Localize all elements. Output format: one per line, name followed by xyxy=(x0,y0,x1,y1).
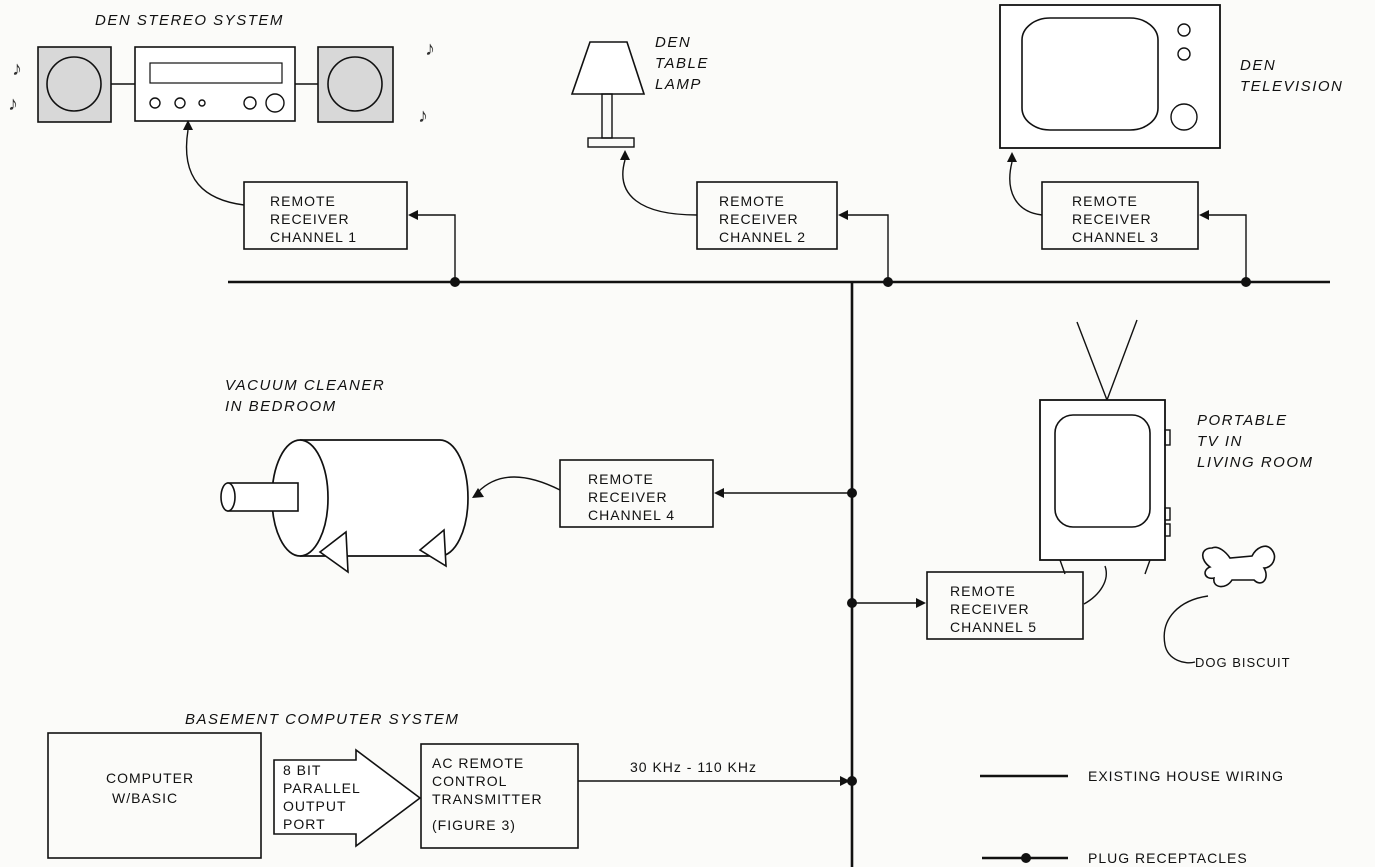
svg-text:♪: ♪ xyxy=(418,105,428,127)
port-line3: OUTPUT xyxy=(283,798,347,814)
receiver-ch2-feed xyxy=(848,215,888,282)
remote-receiver-ch5: REMOTE RECEIVER CHANNEL 5 xyxy=(927,572,1083,639)
portable-tv-label-line1: PORTABLE xyxy=(1197,412,1288,429)
dog-biscuit-icon xyxy=(1203,546,1275,586)
transmitter-line2: CONTROL xyxy=(432,773,507,789)
computer-line1: COMPUTER xyxy=(106,770,194,786)
receiver-ch2-line1: REMOTE xyxy=(719,193,785,209)
svg-text:♪: ♪ xyxy=(12,58,22,80)
portable-tv-power-cord xyxy=(1084,566,1106,604)
receiver-ch1-line2: RECEIVER xyxy=(270,211,350,227)
receiver-ch2-line2: RECEIVER xyxy=(719,211,799,227)
stereo-power-cord xyxy=(187,130,244,205)
svg-text:♪: ♪ xyxy=(8,93,18,115)
svg-text:♪: ♪ xyxy=(425,38,435,60)
frequency-label: 30 KHz - 110 KHz xyxy=(630,759,757,775)
vacuum-power-cord xyxy=(478,477,560,492)
vacuum-label-line1: VACUUM CLEANER xyxy=(225,377,385,394)
vacuum-label-line2: IN BEDROOM xyxy=(225,398,337,415)
port-line2: PARALLEL xyxy=(283,780,361,796)
stereo-icon: ♪ ♪ ♪ ♪ xyxy=(8,38,435,127)
legend: EXISTING HOUSE WIRING PLUG RECEPTACLES xyxy=(980,768,1284,866)
transmitter-line1: AC REMOTE xyxy=(432,755,524,771)
port-line1: 8 BIT xyxy=(283,762,321,778)
receiver-ch3-arrowhead xyxy=(1199,210,1209,220)
port-line4: PORT xyxy=(283,816,326,832)
receiver-ch5-line3: CHANNEL 5 xyxy=(950,619,1037,635)
remote-receiver-ch2: REMOTE RECEIVER CHANNEL 2 xyxy=(697,182,837,249)
receiver-ch5-line2: RECEIVER xyxy=(950,601,1030,617)
receiver-ch1-arrowhead xyxy=(408,210,418,220)
lamp-power-cord xyxy=(623,160,697,215)
receiver-ch1-line1: REMOTE xyxy=(270,193,336,209)
lamp-cord-arrowhead xyxy=(620,150,630,160)
table-lamp-icon xyxy=(572,42,644,147)
portable-tv-label-line2: TV IN xyxy=(1197,433,1243,450)
computer-line2: W/BASIC xyxy=(112,790,178,806)
dog-biscuit-pointer xyxy=(1164,596,1208,663)
lamp-label-line3: LAMP xyxy=(655,76,702,93)
receiver-ch4-arrowhead xyxy=(714,488,724,498)
receiver-ch2-arrowhead xyxy=(838,210,848,220)
vacuum-cord-arrowhead xyxy=(472,488,484,498)
computer-box: COMPUTER W/BASIC xyxy=(48,733,261,858)
legend-wiring-label: EXISTING HOUSE WIRING xyxy=(1088,768,1284,784)
parallel-port-arrow: 8 BIT PARALLEL OUTPUT PORT xyxy=(274,750,420,846)
legend-plug-label: PLUG RECEPTACLES xyxy=(1088,850,1248,866)
remote-receiver-ch1: REMOTE RECEIVER CHANNEL 1 xyxy=(244,182,407,249)
receiver-ch4-line2: RECEIVER xyxy=(588,489,668,505)
den-tv-label-line2: TELEVISION xyxy=(1240,78,1343,95)
remote-receiver-ch3: REMOTE RECEIVER CHANNEL 3 xyxy=(1042,182,1198,249)
ac-remote-transmitter-box: AC REMOTE CONTROL TRANSMITTER (FIGURE 3) xyxy=(421,744,578,848)
dog-biscuit-label: DOG BISCUIT xyxy=(1195,655,1291,670)
receiver-ch5-arrowhead xyxy=(916,598,926,608)
remote-receiver-ch4: REMOTE RECEIVER CHANNEL 4 xyxy=(560,460,713,527)
receiver-ch4-line1: REMOTE xyxy=(588,471,654,487)
receiver-ch1-line3: CHANNEL 1 xyxy=(270,229,357,245)
basement-label: BASEMENT COMPUTER SYSTEM xyxy=(185,711,459,728)
receiver-ch5-line1: REMOTE xyxy=(950,583,1016,599)
receiver-ch3-feed xyxy=(1209,215,1246,282)
lamp-label-line1: DEN xyxy=(655,34,691,51)
receiver-ch1-feed xyxy=(418,215,455,282)
den-tv-cord-arrowhead xyxy=(1007,152,1017,162)
lamp-label-line2: TABLE xyxy=(655,55,709,72)
portable-tv-label-line3: LIVING ROOM xyxy=(1197,454,1314,471)
den-stereo-label: DEN STEREO SYSTEM xyxy=(95,12,284,29)
transmitter-line4: (FIGURE 3) xyxy=(432,817,516,833)
den-television-icon xyxy=(1000,5,1220,148)
den-tv-label-line1: DEN xyxy=(1240,57,1276,74)
receiver-ch3-line1: REMOTE xyxy=(1072,193,1138,209)
receiver-ch4-line3: CHANNEL 4 xyxy=(588,507,675,523)
legend-plug-dot xyxy=(1021,853,1031,863)
receiver-ch3-line3: CHANNEL 3 xyxy=(1072,229,1159,245)
receiver-ch3-line2: RECEIVER xyxy=(1072,211,1152,227)
portable-tv-icon xyxy=(1040,320,1170,574)
receiver-ch2-line3: CHANNEL 2 xyxy=(719,229,806,245)
transmitter-line3: TRANSMITTER xyxy=(432,791,543,807)
den-tv-power-cord xyxy=(1010,162,1042,215)
vacuum-cleaner-icon xyxy=(221,440,468,572)
